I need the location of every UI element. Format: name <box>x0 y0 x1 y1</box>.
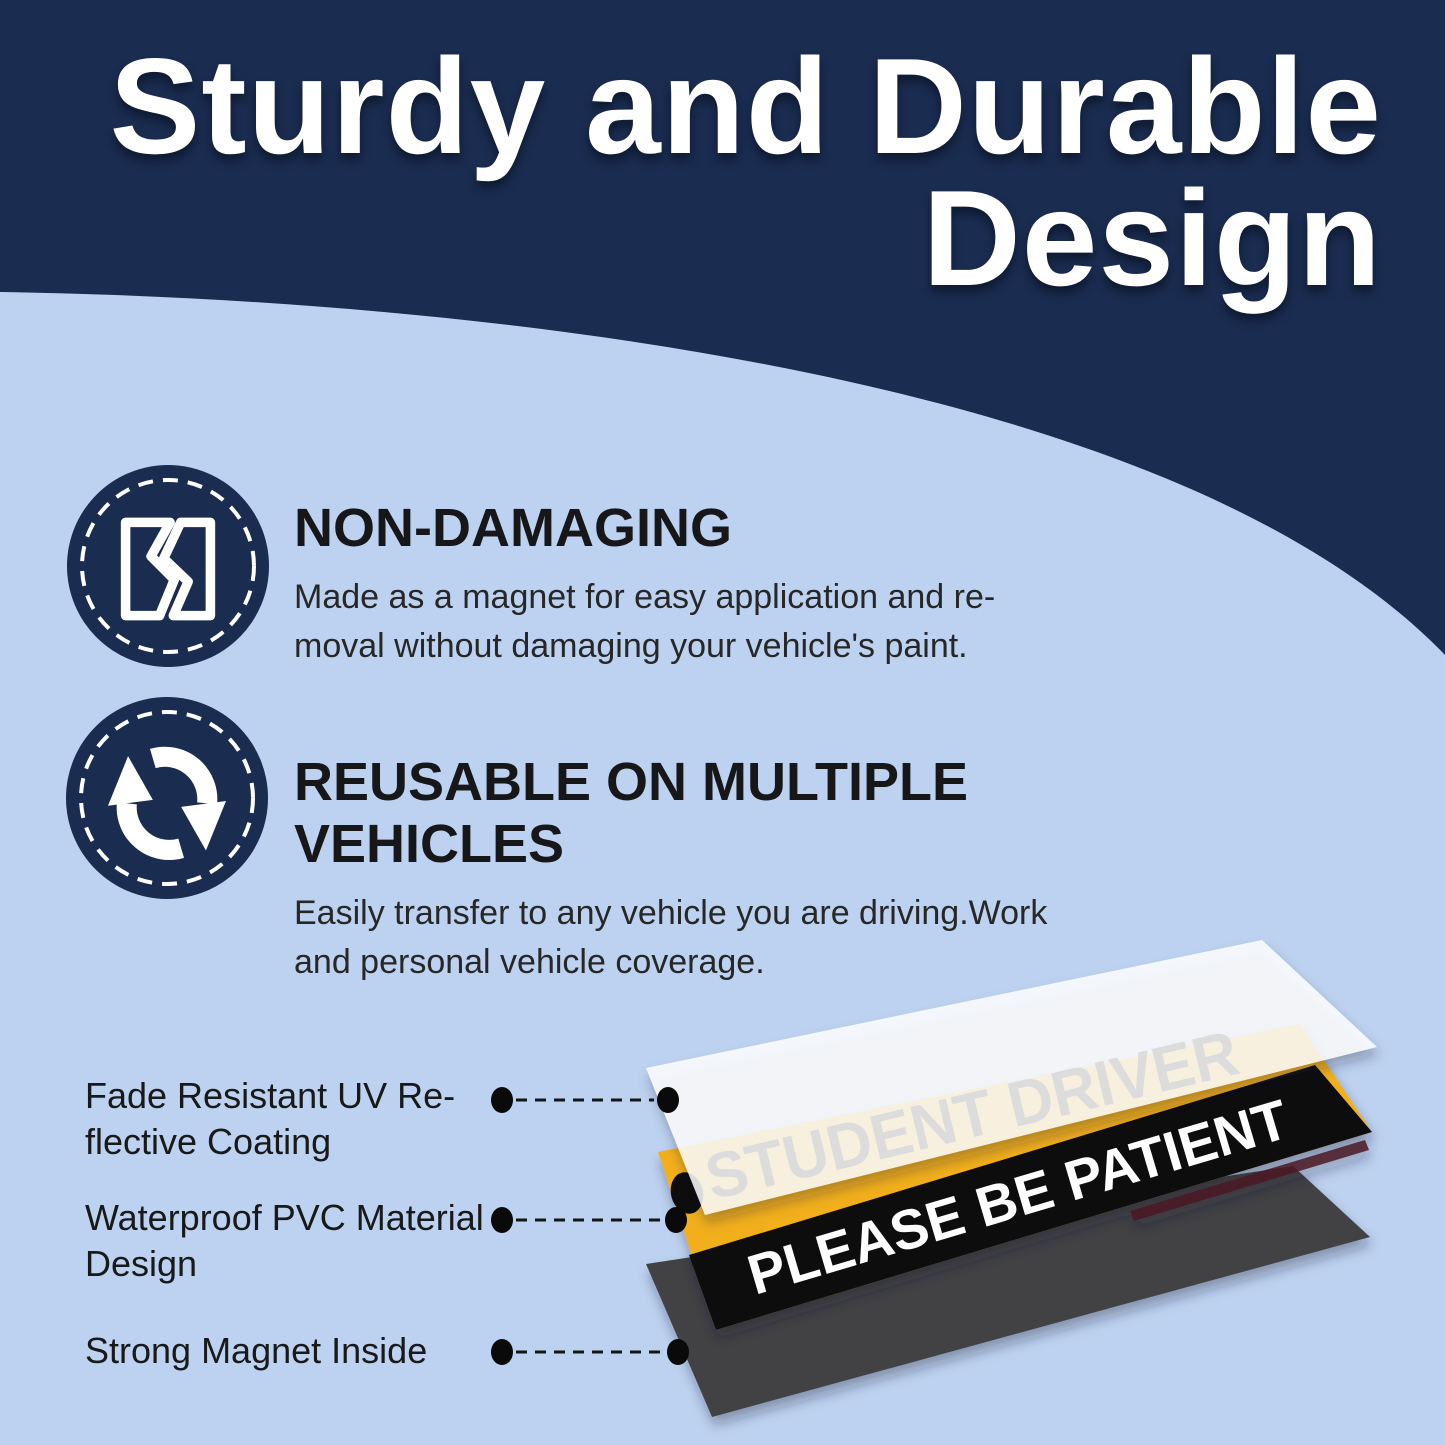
feature-body: Easily transfer to any vehicle you are d… <box>294 894 1048 981</box>
feature-circle-reusable <box>66 697 268 899</box>
feature-body: Made as a magnet for easy application an… <box>294 578 996 665</box>
leader-dot <box>667 1339 689 1365</box>
dashed-ring <box>79 710 255 886</box>
icon-circle <box>66 697 268 899</box>
exploded-layer-diagram: PLEASE BE PATIENT STUDENT DRIVER <box>646 940 1377 1417</box>
leader-lines <box>516 1098 664 1354</box>
pvc-edge-shadow <box>1130 1140 1369 1221</box>
label-uv-coating: Fade Resistant UV Re- flective Coating <box>85 1075 456 1162</box>
page-title: Sturdy and Durable Design <box>109 30 1382 314</box>
torn-sticker-icon <box>120 517 216 621</box>
leader-dot <box>491 1207 513 1233</box>
leader-dot <box>491 1339 513 1365</box>
label-strong-magnet: Strong Magnet Inside <box>85 1330 428 1371</box>
feature-reusable: REUSABLE ON MULTIPLE VEHICLES Easily tra… <box>294 751 1194 987</box>
feature-non-damaging: NON-DAMAGING Made as a magnet for easy a… <box>294 497 1194 671</box>
leader-dot <box>491 1087 513 1113</box>
label-pvc-material: Waterproof PVC Material Design <box>85 1197 484 1284</box>
magnet-layer <box>646 1166 1370 1417</box>
dashed-ring <box>80 478 256 654</box>
uv-coating-layer <box>646 940 1377 1215</box>
black-stripe <box>689 1065 1372 1330</box>
cycle-arrows-icon <box>108 746 226 860</box>
feature-title: REUSABLE ON MULTIPLE VEHICLES <box>294 752 968 874</box>
feature-title: NON-DAMAGING <box>294 498 732 558</box>
leader-dot <box>657 1087 679 1113</box>
leader-dots <box>491 1087 689 1365</box>
feature-circle-non-damaging <box>67 465 269 667</box>
leader-dot <box>665 1207 687 1233</box>
